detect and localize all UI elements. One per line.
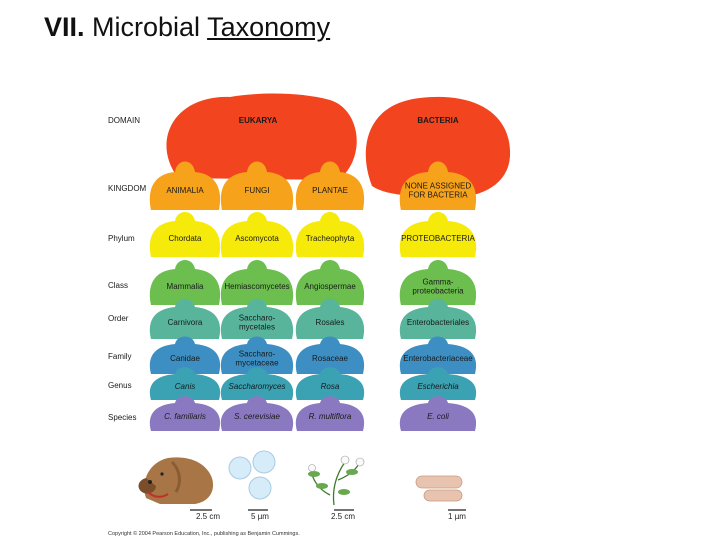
- yeast-illustration: [228, 450, 276, 500]
- rose-illustration: [308, 455, 365, 506]
- cell-label-order-1: Saccharo-mycetales: [239, 314, 276, 332]
- scale-bar-ecoli: 1 µm: [448, 509, 466, 521]
- cell-label-genus-3: Escherichia: [417, 382, 459, 391]
- cell-species-0: [149, 396, 221, 431]
- cell-label-phylum-3: PROTEOBACTERIA: [401, 234, 475, 243]
- scale-bar-dog-label: 2.5 cm: [196, 512, 220, 521]
- cell-phylum-3: [399, 212, 477, 257]
- cell-label-family-1: Saccharo-mycetaceae: [235, 350, 279, 368]
- dog-illustration: [138, 457, 214, 504]
- domain-label-eukarya: EUKARYA: [239, 116, 278, 125]
- cell-label-class-0: Mammalia: [167, 282, 204, 291]
- cell-family-2: [295, 336, 365, 374]
- cell-label-order-0: Carnivora: [168, 318, 203, 327]
- domain-blobs: [166, 93, 511, 199]
- row-label-class: Class: [108, 281, 128, 290]
- cell-label-genus-1: Saccharomyces: [229, 382, 286, 391]
- cell-label-species-2: R. multiflora: [309, 412, 352, 421]
- cell-label-family-3: Enterobacteriaceae: [403, 354, 473, 363]
- scale-bar-yeast-label: 5 µm: [251, 512, 269, 521]
- cell-label-species-1: S. cerevisiae: [234, 412, 280, 421]
- bacteria-blob: [365, 96, 511, 199]
- title-number: VII.: [44, 12, 85, 42]
- ecoli-illustration: [415, 475, 463, 502]
- row-label-genus: Genus: [108, 381, 132, 390]
- row-label-order: Order: [108, 314, 129, 323]
- cell-label-order-3: Enterobacteriales: [407, 318, 469, 327]
- cell-label-family-0: Canidae: [170, 354, 200, 363]
- cell-species-1: [220, 396, 294, 431]
- scale-bar-ecoli-label: 1 µm: [448, 512, 466, 521]
- copyright-notice: Copyright © 2004 Pearson Education, Inc.…: [108, 530, 300, 537]
- cell-kingdom-0: [149, 161, 221, 210]
- cell-family-0: [149, 336, 221, 374]
- cell-order-1: [220, 298, 294, 339]
- cell-phylum-0: [149, 212, 221, 257]
- cell-label-species-3: E. coli: [427, 412, 449, 421]
- cell-phylum-1: [220, 212, 294, 257]
- cell-label-phylum-2: Tracheophyta: [306, 234, 355, 243]
- cell-genus-1: [220, 367, 294, 400]
- cell-kingdom-2: [295, 161, 365, 210]
- scale-bar-rose: 2.5 cm: [331, 509, 355, 521]
- title-word: Microbial: [92, 12, 201, 42]
- cell-order-2: [295, 298, 365, 339]
- scale-bar-yeast: 5 µm: [248, 509, 269, 521]
- cell-kingdom-1: [220, 161, 294, 210]
- cell-species-2: [295, 396, 365, 431]
- row-label-phylum: Phylum: [108, 234, 135, 243]
- cell-label-order-2: Rosales: [316, 318, 345, 327]
- slide-title: VII. Microbial Taxonomy: [44, 12, 330, 43]
- row-label-domain: DOMAIN: [108, 116, 140, 125]
- cell-class-0: [149, 260, 221, 305]
- cell-label-kingdom-2: PLANTAE: [312, 186, 348, 195]
- cell-phylum-2: [295, 212, 365, 257]
- title-underlined-word: Taxonomy: [207, 12, 331, 42]
- cell-label-kingdom-1: FUNGI: [245, 186, 270, 195]
- row-label-kingdom: KINGDOM: [108, 184, 147, 193]
- cell-class-2: [295, 260, 365, 305]
- cell-label-phylum-1: Ascomycota: [235, 234, 279, 243]
- cell-order-0: [149, 298, 221, 339]
- cell-genus-3: [399, 367, 477, 400]
- cell-label-kingdom-0: ANIMALIA: [166, 186, 204, 195]
- cell-label-class-3: Gamma-proteobacteria: [412, 278, 464, 296]
- cell-label-species-0: C. familiaris: [164, 412, 206, 421]
- eukarya-blob: [166, 93, 357, 180]
- cell-label-class-2: Angiospermae: [304, 282, 356, 291]
- cell-genus-0: [149, 367, 221, 400]
- row-label-species: Species: [108, 413, 136, 422]
- cell-label-genus-2: Rosa: [321, 382, 340, 391]
- cell-label-class-1: Hemiascomycetes: [224, 282, 289, 291]
- domain-label-bacteria: BACTERIA: [417, 116, 459, 125]
- cell-family-3: [399, 336, 477, 374]
- cell-label-family-2: Rosaceae: [312, 354, 349, 363]
- cell-label-phylum-0: Chordata: [169, 234, 202, 243]
- cell-order-3: [399, 298, 477, 339]
- scale-bar-rose-label: 2.5 cm: [331, 512, 355, 521]
- row-label-family: Family: [108, 352, 132, 361]
- cell-species-3: [399, 396, 477, 431]
- cell-family-1: [220, 336, 294, 374]
- cell-label-genus-0: Canis: [175, 382, 195, 391]
- cell-class-1: [220, 260, 294, 305]
- cell-class-3: [399, 260, 477, 305]
- cell-genus-2: [295, 367, 365, 400]
- scale-bar-dog: 2.5 cm: [190, 509, 220, 521]
- cell-kingdom-3: [399, 161, 477, 210]
